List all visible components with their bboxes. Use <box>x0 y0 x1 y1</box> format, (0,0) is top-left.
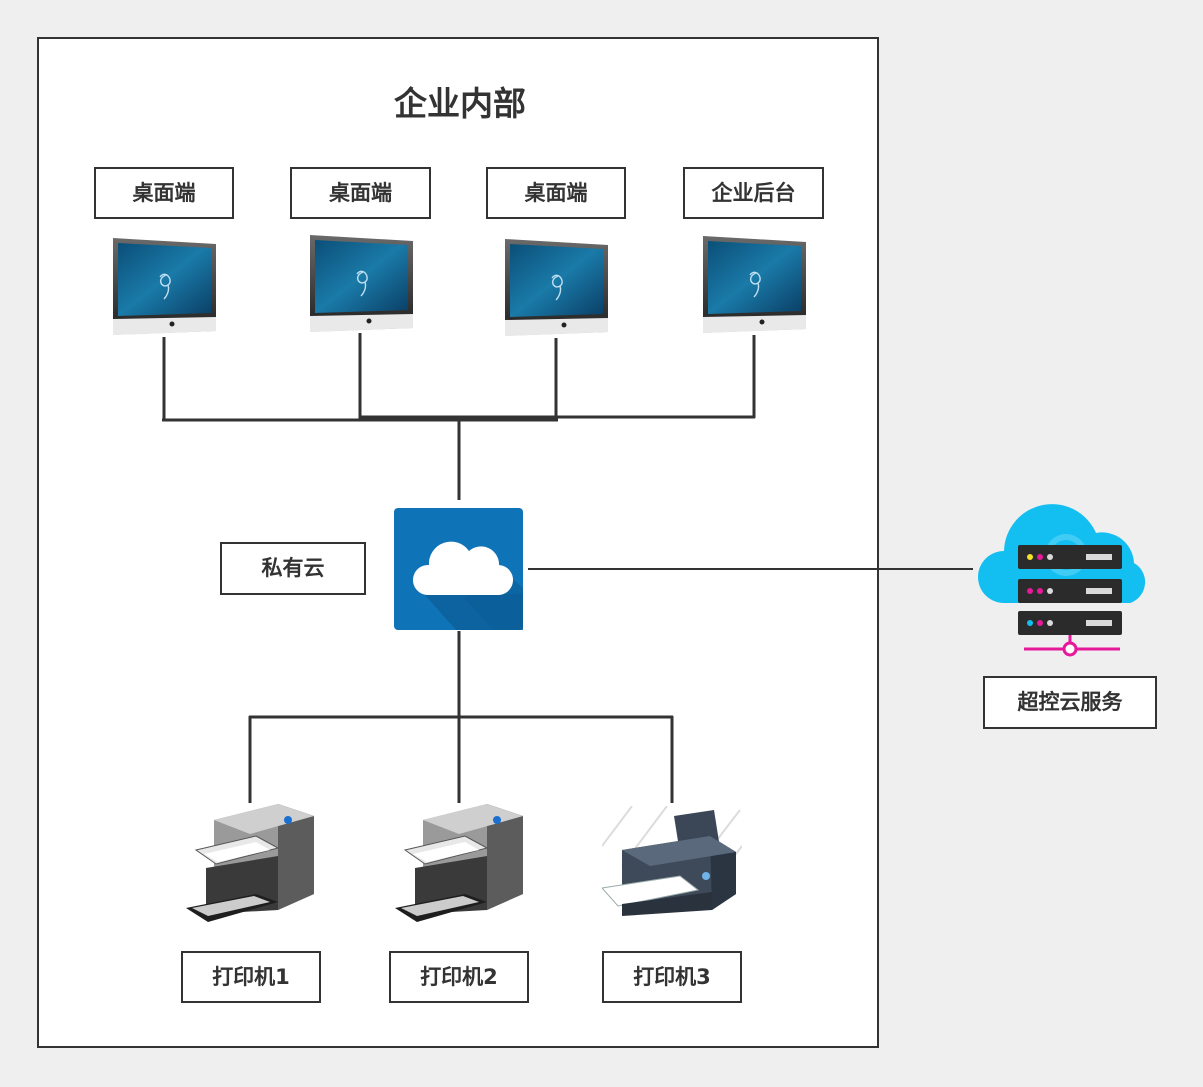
monitor-icon <box>310 235 413 332</box>
printer-label-3: 打印机3 <box>602 951 742 1003</box>
private-cloud-icon <box>394 508 523 630</box>
printer-label-1: 打印机1 <box>181 951 321 1003</box>
printer-icon <box>602 806 742 916</box>
monitor-icon <box>113 238 216 335</box>
monitor-icon <box>505 239 608 336</box>
terminal-label-1: 桌面端 <box>94 167 234 219</box>
private-cloud-label: 私有云 <box>220 542 366 595</box>
printer-label-2: 打印机2 <box>389 951 529 1003</box>
terminal-label-3: 桌面端 <box>486 167 626 219</box>
multifunction-printer-icon <box>395 804 523 922</box>
monitor-icon <box>703 236 806 333</box>
enterprise-title: 企业内部 <box>394 84 526 123</box>
admin-backend-label: 企业后台 <box>683 167 824 219</box>
multifunction-printer-icon <box>186 804 314 922</box>
cloud-server-icon <box>978 504 1146 657</box>
cloud-service-label: 超控云服务 <box>983 676 1157 729</box>
terminal-label-2: 桌面端 <box>290 167 431 219</box>
